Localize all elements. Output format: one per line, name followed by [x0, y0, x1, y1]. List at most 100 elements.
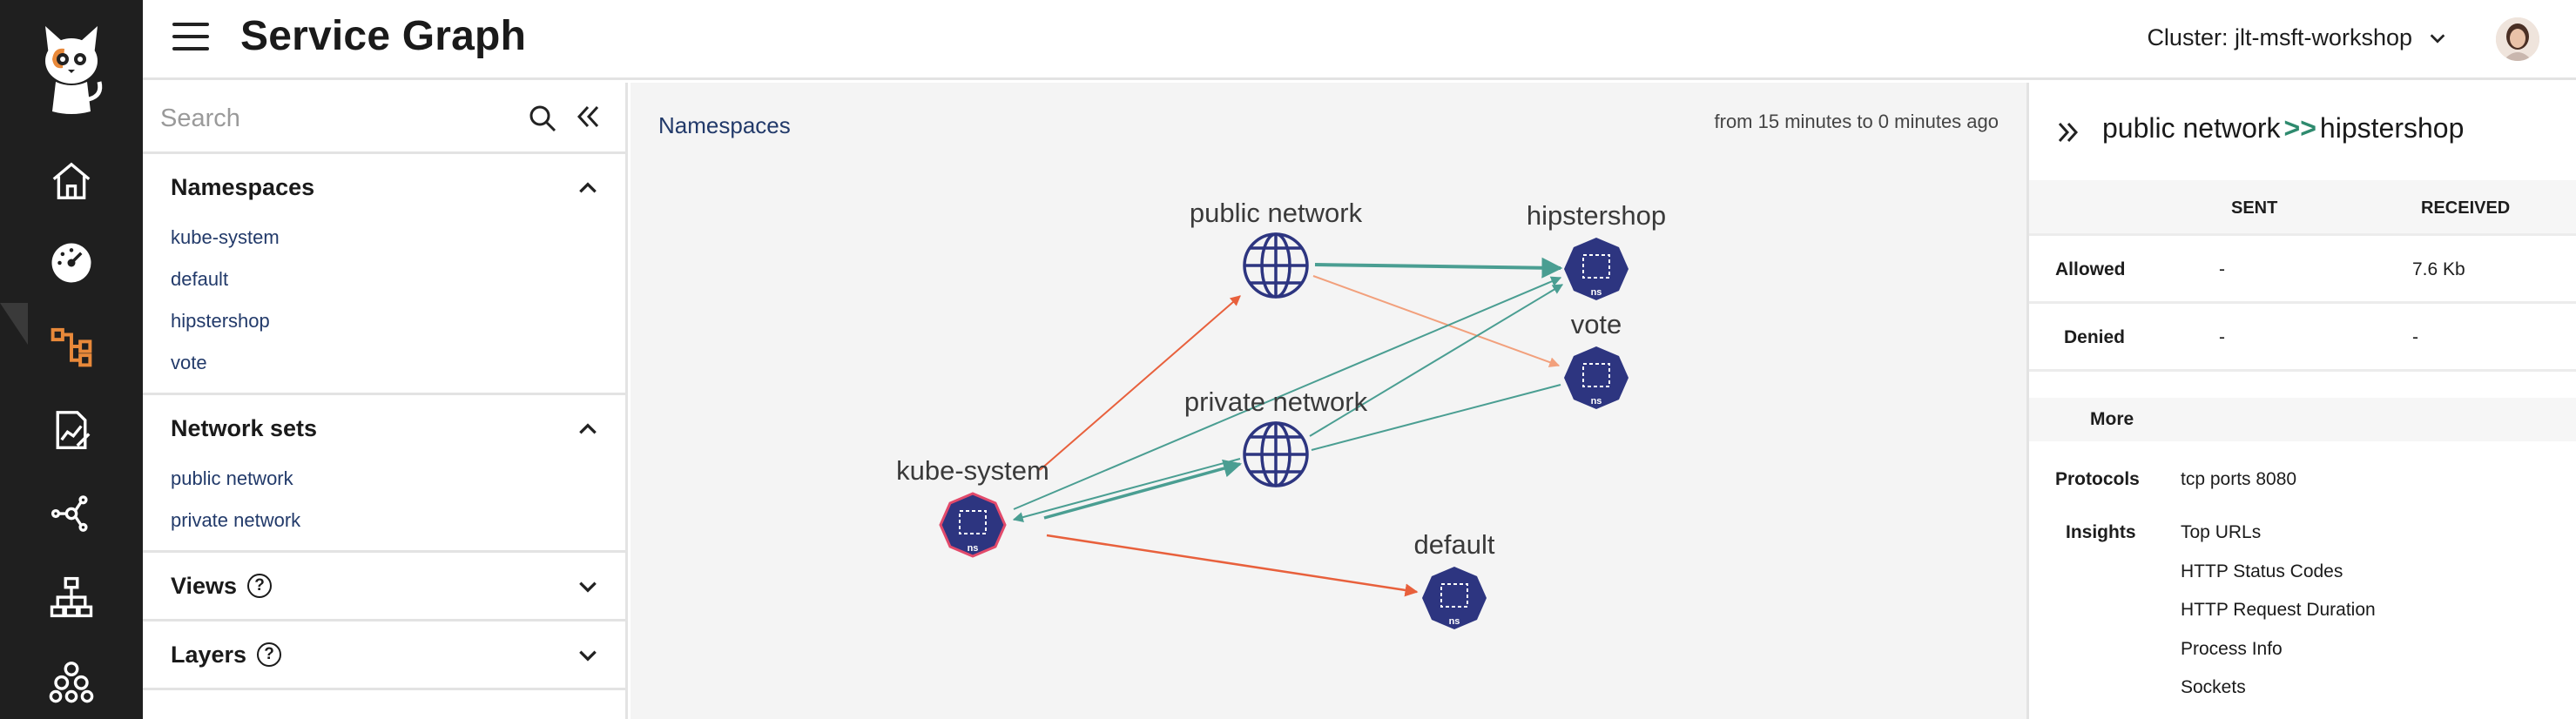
service-graph: public network private network hipster: [896, 198, 1666, 629]
node-label-vote: vote: [1571, 309, 1622, 339]
insight-link[interactable]: Process Info: [2181, 638, 2283, 659]
nav-clusters[interactable]: [44, 653, 99, 709]
namespace-item[interactable]: default: [171, 268, 229, 290]
layers-header[interactable]: Layers ?: [143, 622, 625, 688]
layers-title: Layers: [171, 641, 247, 668]
help-icon[interactable]: ?: [247, 574, 273, 598]
edge-kube-to-hipstershop[interactable]: [1013, 276, 1562, 510]
collapse-sidebar-icon[interactable]: [573, 102, 603, 131]
namespace-icon: [1564, 346, 1629, 409]
views-title: Views: [171, 572, 238, 599]
node-kube-system[interactable]: kube-system ns: [896, 455, 1049, 558]
ns-badge: ns: [968, 543, 979, 554]
cat-logo[interactable]: [37, 21, 106, 117]
globe-icon: [1243, 421, 1309, 487]
nav-service-graph[interactable]: [44, 319, 99, 374]
search-icon[interactable]: [528, 104, 557, 133]
home-icon: [52, 162, 91, 199]
node-vote[interactable]: vote ns: [1564, 309, 1629, 409]
edge-private-to-kube[interactable]: [1012, 458, 1241, 522]
table-row: Denied - -: [2029, 304, 2576, 372]
insight-link[interactable]: Sockets: [2181, 677, 2246, 697]
edge-separator: >>: [2283, 112, 2316, 144]
edge-public-to-vote[interactable]: [1312, 275, 1561, 367]
cluster-selector[interactable]: Cluster: jlt-msft-workshop: [2147, 24, 2447, 51]
layers-section: Layers ?: [143, 622, 625, 690]
menu-icon[interactable]: [172, 23, 209, 54]
nav-reports[interactable]: [44, 402, 99, 458]
search-input[interactable]: [160, 98, 491, 138]
node-hipstershop[interactable]: hipstershop ns: [1527, 200, 1666, 300]
search-bar: [143, 83, 625, 154]
ns-badge: ns: [1449, 616, 1460, 627]
allowed-received: 7.6 Kb: [2412, 259, 2465, 279]
table-row: Allowed - 7.6 Kb: [2029, 236, 2576, 304]
document-chart-icon: [56, 411, 91, 449]
gauge-icon: [51, 243, 91, 283]
node-public-network[interactable]: public network: [1190, 198, 1363, 299]
nav-home[interactable]: [44, 153, 99, 209]
namespace-item[interactable]: kube-system: [171, 226, 280, 248]
page-title: Service Graph: [240, 13, 527, 59]
node-label-private-network: private network: [1184, 386, 1368, 417]
insight-link[interactable]: HTTP Status Codes: [2181, 561, 2343, 581]
user-avatar-icon: [2496, 17, 2539, 61]
ns-badge: ns: [1591, 287, 1602, 298]
edge-kube-to-default[interactable]: [1046, 534, 1419, 597]
globe-icon: [1243, 232, 1309, 299]
nav-hierarchy[interactable]: [44, 569, 99, 625]
protocols-value: tcp ports 8080: [2181, 469, 2297, 489]
namespace-icon: [939, 492, 1007, 558]
views-header[interactable]: Views ?: [143, 553, 625, 619]
insight-link[interactable]: HTTP Request Duration: [2181, 600, 2376, 620]
details-panel: public network>>hipstershop SENT RECEIVE…: [2026, 83, 2576, 719]
service-graph-icon: [51, 327, 92, 367]
breadcrumb[interactable]: Namespaces: [658, 112, 791, 138]
graph-canvas[interactable]: Namespaces from 15 minutes to 0 minutes …: [631, 83, 2026, 719]
chevron-down-icon: [579, 581, 597, 593]
edge-public-to-hipstershop[interactable]: [1314, 257, 1563, 279]
traffic-table-header: SENT RECEIVED: [2029, 180, 2576, 236]
namespaces-header[interactable]: Namespaces: [143, 154, 625, 220]
namespace-icon: [1564, 238, 1629, 300]
insights-label: Insights: [2066, 522, 2136, 542]
avatar[interactable]: [2496, 17, 2539, 61]
help-icon[interactable]: ?: [257, 642, 282, 667]
namespace-item[interactable]: hipstershop: [171, 310, 270, 332]
cluster-icon: [49, 662, 94, 703]
allowed-sent: -: [2219, 259, 2225, 279]
chevron-down-icon: [579, 650, 597, 662]
node-label-kube-system: kube-system: [896, 455, 1049, 486]
namespace-item[interactable]: vote: [171, 352, 207, 373]
cluster-label: Cluster: jlt-msft-workshop: [2147, 24, 2412, 50]
active-indicator: [0, 303, 28, 345]
edge-private-to-vote[interactable]: [1311, 384, 1561, 451]
nav-topology[interactable]: [44, 486, 99, 541]
node-label-default: default: [1413, 529, 1494, 560]
nav-rail: [0, 0, 143, 719]
insights-list: Top URLs HTTP Status Codes HTTP Request …: [2181, 522, 2376, 716]
more-label: More: [2090, 409, 2134, 429]
insight-link[interactable]: Top URLs: [2181, 522, 2262, 542]
edge-kube-to-public[interactable]: [1039, 295, 1241, 471]
row-label-denied: Denied: [2064, 327, 2126, 347]
chevron-up-icon: [579, 182, 597, 193]
double-chevron-right-icon[interactable]: [2055, 119, 2081, 145]
top-header: Service Graph Cluster: jlt-msft-workshop: [143, 0, 2576, 80]
edge-private-to-hipstershop[interactable]: [1309, 284, 1564, 437]
network-icon: [51, 495, 88, 532]
network-set-item[interactable]: public network: [171, 467, 293, 489]
more-section-header: More: [2029, 398, 2576, 441]
node-private-network[interactable]: private network: [1184, 386, 1368, 487]
network-sets-header[interactable]: Network sets: [143, 395, 625, 461]
time-range: from 15 minutes to 0 minutes ago: [1714, 111, 1999, 132]
nav-dashboard[interactable]: [44, 235, 99, 291]
row-label-allowed: Allowed: [2055, 259, 2126, 279]
node-default[interactable]: default ns: [1413, 529, 1495, 629]
namespace-icon: [1422, 567, 1487, 629]
protocols-label: Protocols: [2055, 469, 2140, 489]
network-set-item[interactable]: private network: [171, 509, 301, 531]
namespaces-section: Namespaces kube-system default hipstersh…: [143, 154, 625, 395]
edge-kube-to-private[interactable]: [1043, 459, 1243, 520]
column-received: RECEIVED: [2421, 198, 2511, 218]
